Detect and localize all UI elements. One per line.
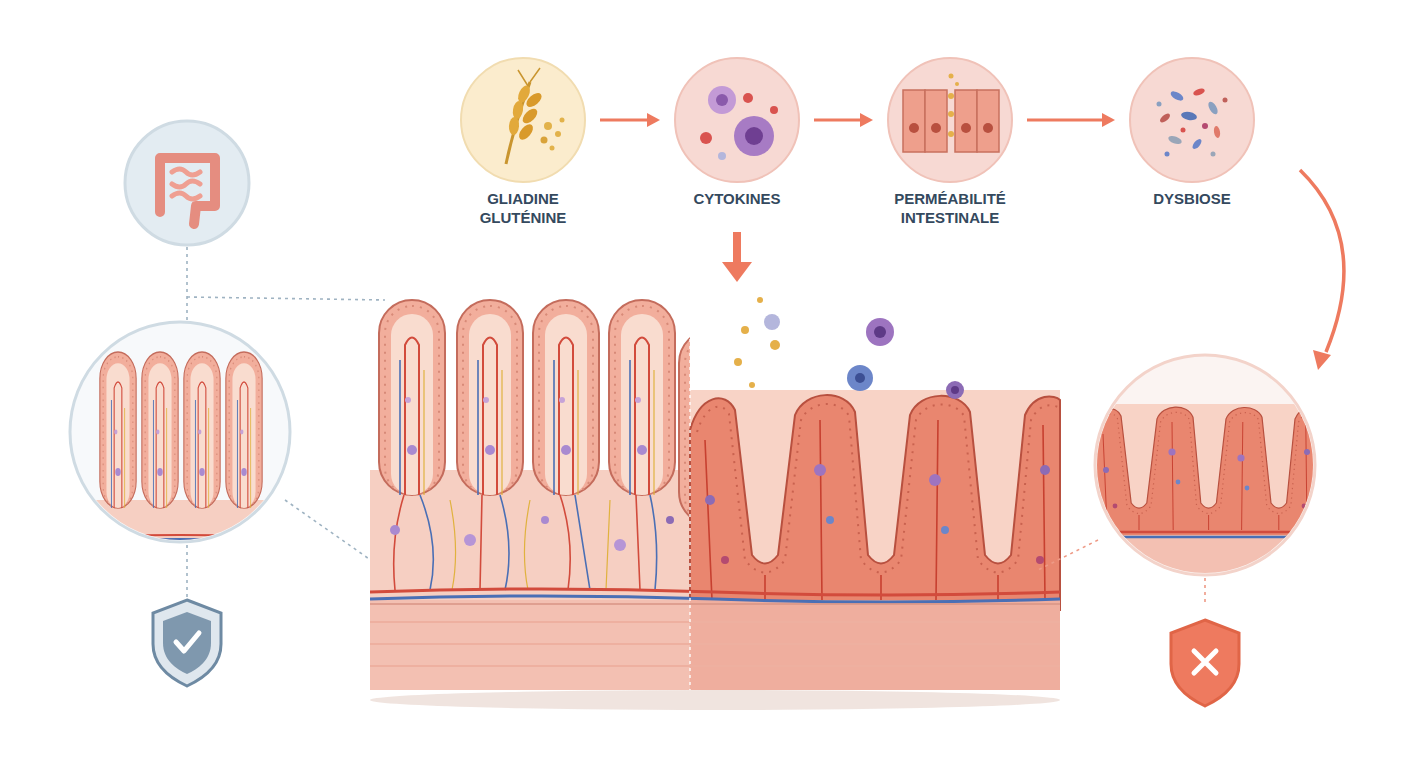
step-icon: [448, 56, 598, 184]
flow-arrow: [814, 113, 873, 127]
step-circle: DYSBIOSE: [1117, 56, 1267, 209]
step-label: DYSBIOSE: [1117, 190, 1267, 209]
step-label: PERMÉABILITÉ INTESTINALE: [875, 190, 1025, 228]
step-label: GLIADINE GLUTÉNINE: [448, 190, 598, 228]
flow-arrow: [600, 113, 660, 127]
flow-arrow: [1027, 113, 1115, 127]
step-icon: [875, 56, 1025, 184]
step-icon: [662, 56, 812, 184]
step-circle: GLIADINE GLUTÉNINE: [448, 56, 598, 228]
step-circle: CYTOKINES: [662, 56, 812, 209]
step-circle: PERMÉABILITÉ INTESTINALE: [875, 56, 1025, 228]
step-icon: [1117, 56, 1267, 184]
step-label: CYTOKINES: [662, 190, 812, 209]
